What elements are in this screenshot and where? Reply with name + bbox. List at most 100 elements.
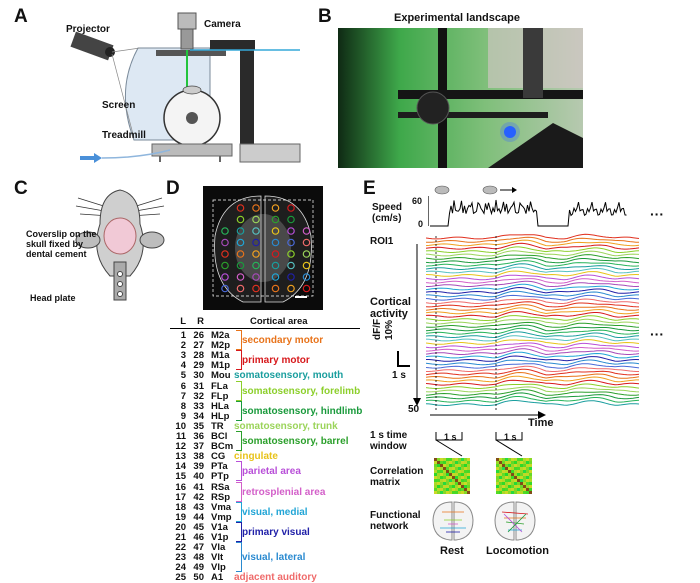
- matrix-cell: [443, 461, 446, 464]
- matrix-cell: [467, 458, 470, 461]
- matrix-cell: [458, 464, 461, 467]
- matrix-cell: [446, 488, 449, 491]
- roi-trace: [426, 363, 640, 369]
- row-area: FLp: [211, 390, 229, 402]
- matrix-cell: [514, 467, 517, 470]
- roi-marker: [271, 215, 280, 224]
- matrix-cell: [455, 458, 458, 461]
- row-r: 27: [193, 340, 204, 352]
- row-l: 15: [175, 471, 186, 483]
- matrix-cell: [434, 482, 437, 485]
- matrix-cell: [455, 467, 458, 470]
- roi-marker: [287, 273, 295, 281]
- matrix-cell: [496, 482, 499, 485]
- matrix-cell: [461, 470, 464, 473]
- roi-marker: [252, 227, 260, 235]
- row-area: M1a: [211, 350, 230, 362]
- row-area: M1p: [211, 360, 230, 372]
- window-tick-2: 1 s: [504, 432, 517, 442]
- roi-last-label: 50: [408, 404, 420, 415]
- row-r: 48: [193, 552, 204, 564]
- matrix-cell: [526, 458, 529, 461]
- matrix-cell: [511, 488, 514, 491]
- apparatus-diagram: [70, 12, 301, 163]
- area-group-label: secondary motor: [242, 335, 324, 347]
- matrix-cell: [455, 482, 458, 485]
- matrix-cell: [437, 482, 440, 485]
- matrix-cell: [464, 461, 467, 464]
- matrix-cell: [529, 461, 532, 464]
- matrix-cell: [511, 461, 514, 464]
- matrix-cell: [517, 473, 520, 476]
- group-bracket: [236, 521, 242, 542]
- roi-trace: [426, 383, 640, 389]
- row-r: 36: [193, 431, 204, 442]
- roi-marker: [271, 227, 280, 235]
- matrix-cell: [529, 467, 532, 470]
- matrix-cell: [440, 491, 443, 494]
- row-area: Vla: [211, 542, 226, 554]
- matrix-cell: [458, 458, 461, 461]
- matrix-cell: [461, 479, 464, 482]
- panel-a-letter: A: [14, 6, 28, 27]
- matrix-cell: [508, 458, 511, 461]
- matrix-cell: [517, 470, 520, 473]
- coverslip-label: Coverslip on the skull fixed by dental c…: [26, 229, 97, 259]
- matrix-cell: [508, 491, 511, 494]
- matrix-cell: [458, 491, 461, 494]
- roi-marker: [252, 261, 260, 270]
- area-group-label: primary motor: [242, 355, 310, 367]
- row-r: 49: [193, 562, 204, 574]
- panel-c-letter: C: [14, 178, 28, 199]
- matrix-cell: [437, 458, 440, 461]
- matrix-cell: [464, 458, 467, 461]
- matrix-cell: [455, 476, 458, 479]
- matrix-cell: [455, 488, 458, 491]
- camera-label: Camera: [204, 19, 241, 30]
- matrix-cell: [464, 464, 467, 467]
- matrix-cell: [514, 479, 517, 482]
- matrix-cell: [437, 464, 440, 467]
- row-area: RSa: [211, 481, 230, 493]
- speed-trace: [428, 185, 627, 227]
- row-l: 14: [175, 461, 186, 473]
- roi-trace: [426, 283, 640, 291]
- row-r: 34: [193, 410, 204, 422]
- matrix-cell: [508, 488, 511, 491]
- matrix-cell: [452, 464, 455, 467]
- matrix-cell: [496, 491, 499, 494]
- panel-d-letter: D: [166, 178, 180, 199]
- matrix-cell: [511, 458, 514, 461]
- matrix-cell: [517, 485, 520, 488]
- projector-label: Projector: [66, 24, 110, 35]
- roi-marker: [236, 215, 245, 224]
- roi-trace: [426, 257, 640, 264]
- matrix-cell: [526, 482, 529, 485]
- roi-trace: [426, 298, 640, 305]
- roi-trace: [426, 270, 640, 277]
- network-rest: [432, 501, 474, 541]
- correlation-matrix-rest: [434, 458, 470, 494]
- matrix-cell: [434, 476, 437, 479]
- matrix-cell: [455, 461, 458, 464]
- row-l: 3: [180, 350, 186, 362]
- matrix-cell: [511, 467, 514, 470]
- matrix-cell: [526, 467, 529, 470]
- roi-marker: [236, 250, 245, 258]
- matrix-cell: [452, 467, 455, 470]
- matrix-cell: [529, 473, 532, 476]
- roi-marker: [221, 261, 229, 270]
- area-group-label: primary visual: [242, 526, 310, 538]
- matrix-cell: [434, 491, 437, 494]
- speed-ellipsis: ···: [650, 206, 664, 222]
- roi-marker: [252, 273, 260, 281]
- matrix-cell: [434, 470, 437, 473]
- correlation-matrix-locomotion: [496, 458, 532, 494]
- roi-trace: [426, 263, 640, 271]
- matrix-cell: [517, 488, 520, 491]
- speed-max: 60: [412, 196, 423, 206]
- row-r: 29: [193, 360, 204, 372]
- row-l: 9: [180, 410, 186, 422]
- matrix-cell: [529, 476, 532, 479]
- roi-marker: [221, 238, 229, 247]
